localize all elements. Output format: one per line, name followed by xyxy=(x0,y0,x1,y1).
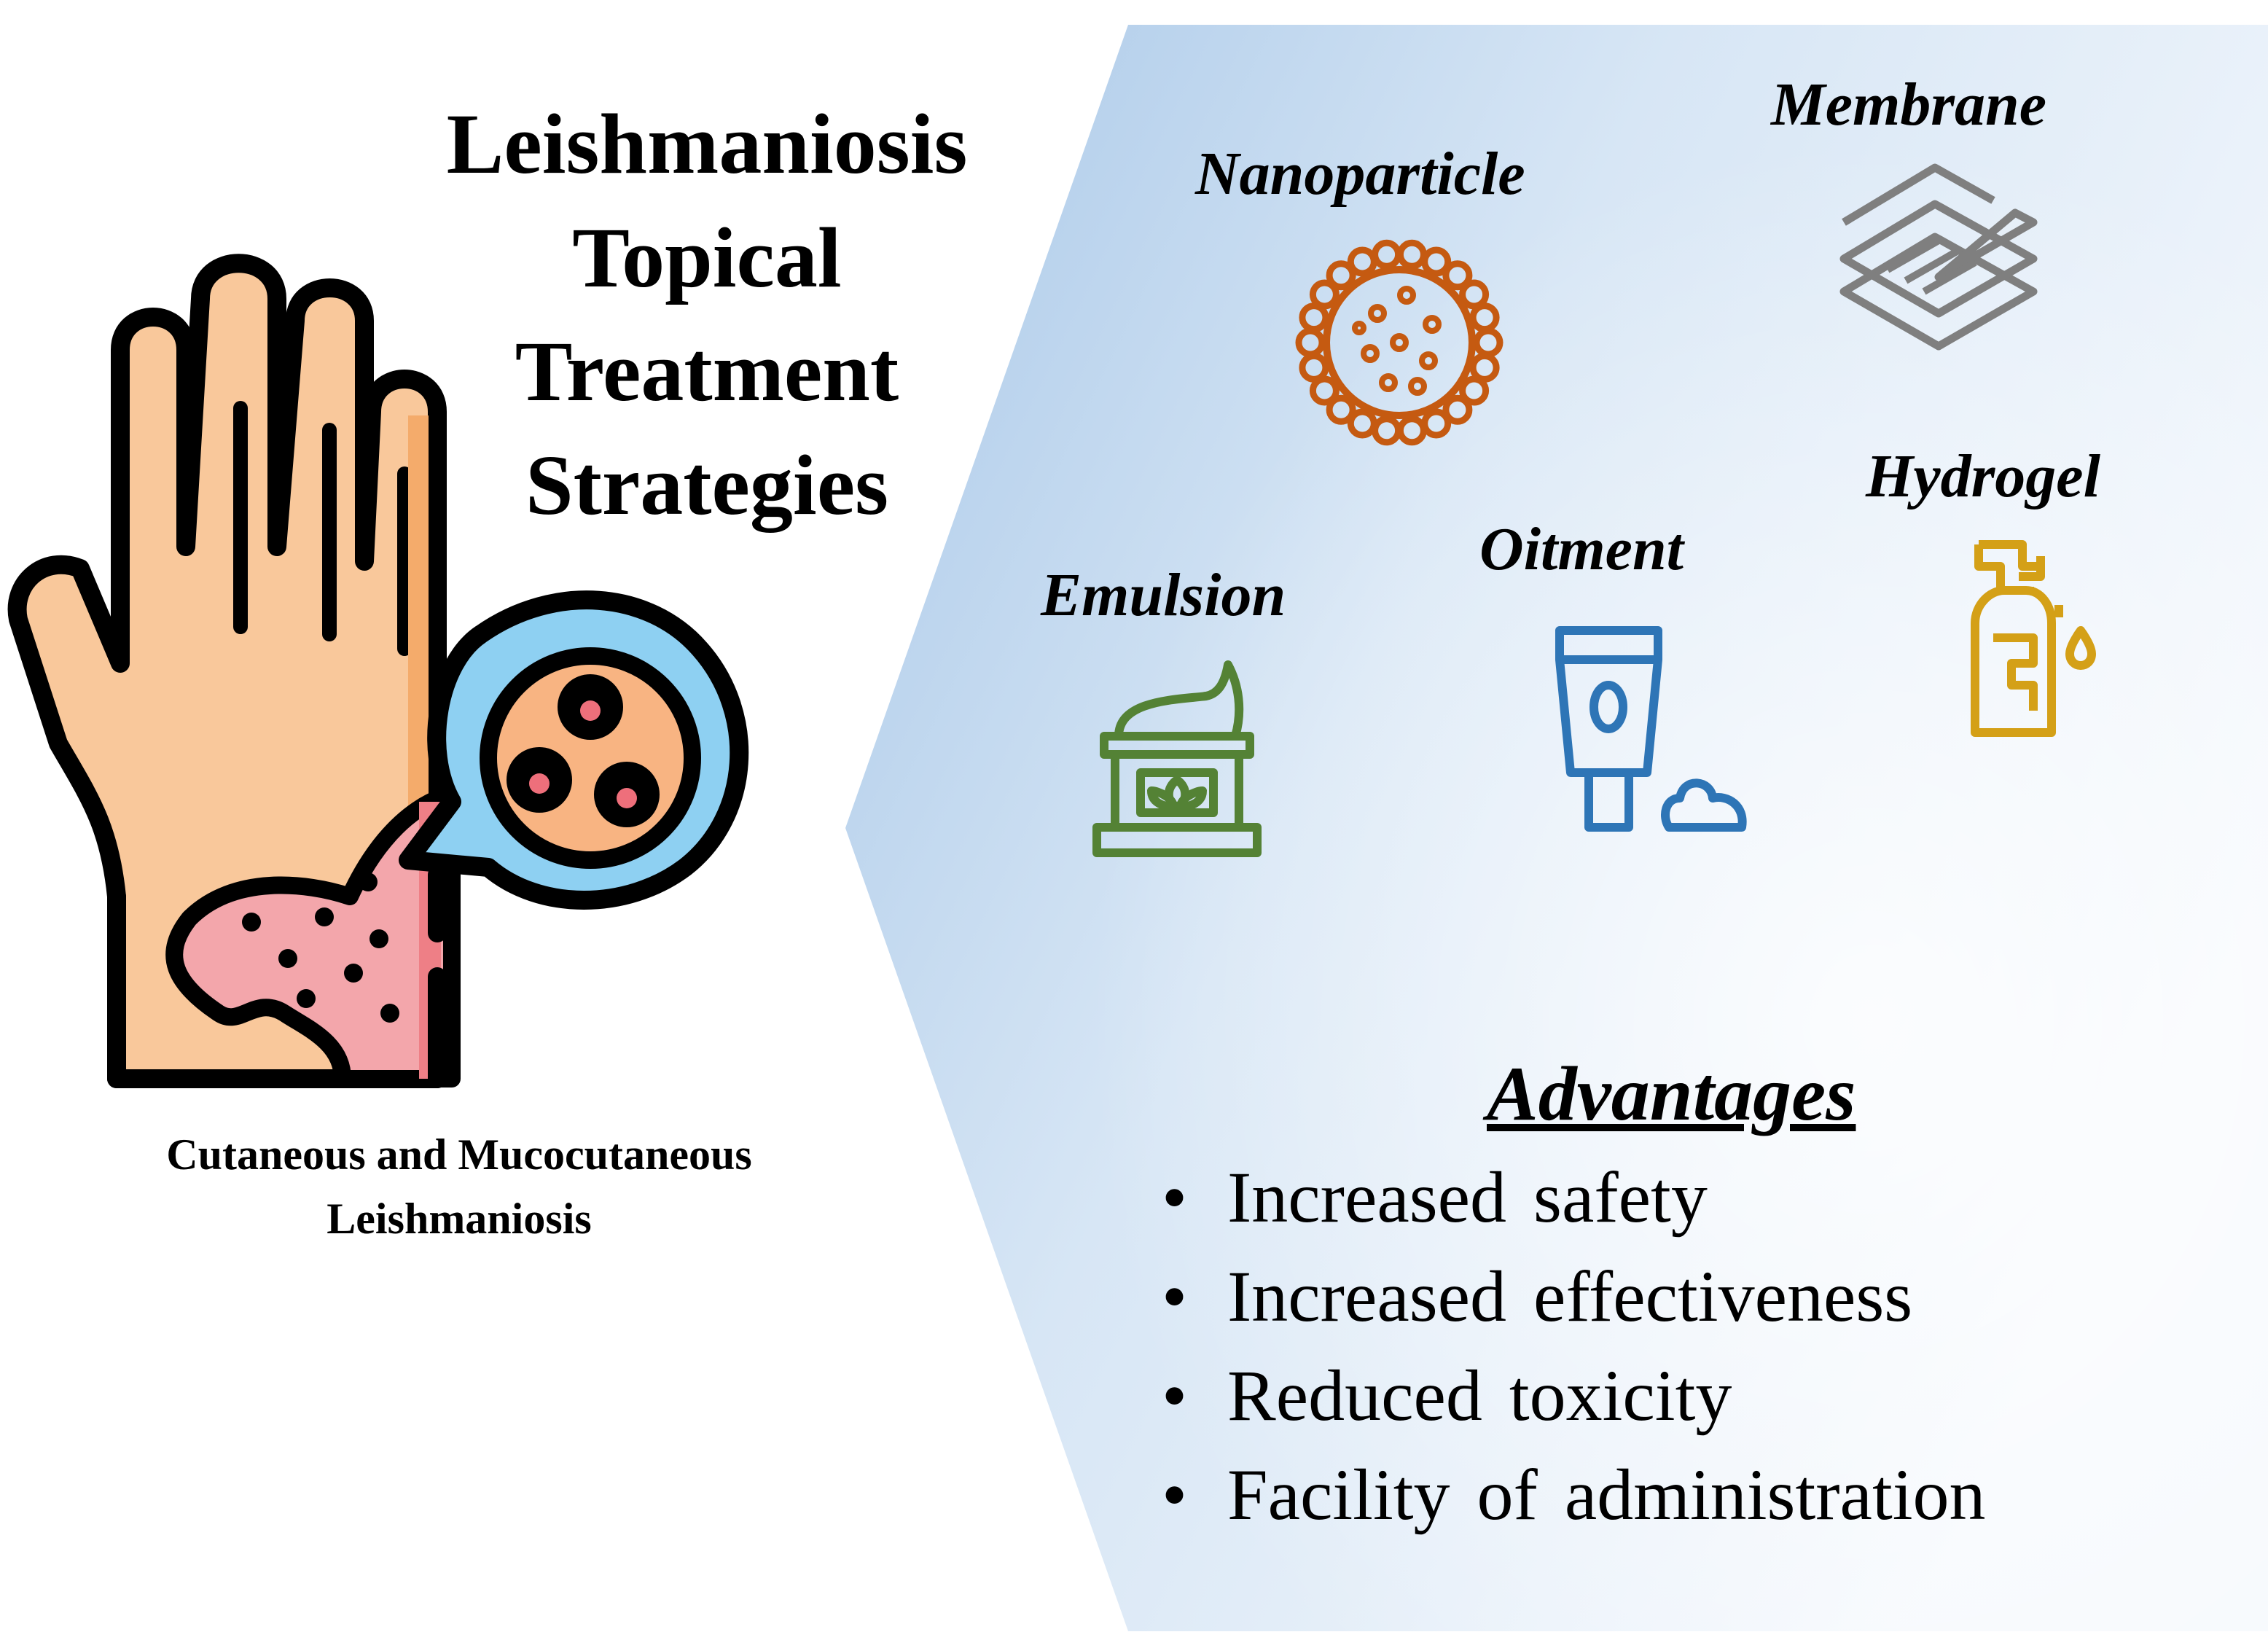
lipid-head-icon xyxy=(1309,279,1340,310)
lipid-head-icon xyxy=(1442,394,1473,425)
lipid-head-icon xyxy=(1372,415,1402,446)
lipid-head-icon xyxy=(1442,260,1473,291)
lipid-head-icon xyxy=(1421,408,1452,439)
hand-caption: Cutaneous and Mucocutaneous Leishmaniosi… xyxy=(58,1122,860,1251)
emulsion-label: Emulsion xyxy=(1041,561,1286,629)
caption-line-1: Cutaneous and Mucocutaneous xyxy=(166,1131,752,1179)
lipid-head-icon xyxy=(1299,302,1329,333)
lipid-head-icon xyxy=(1396,415,1427,446)
lipid-head-icon xyxy=(1372,239,1402,270)
title-line-1: Leishmaniosis xyxy=(446,96,968,192)
lipid-head-icon xyxy=(1295,327,1326,358)
emulsion-icon xyxy=(1092,660,1262,857)
title-line-2: Topical xyxy=(572,210,842,305)
lipid-head-icon xyxy=(1459,375,1490,406)
advantage-item: •Increased safety xyxy=(1159,1148,1986,1247)
advantage-item: •Increased effectiveness xyxy=(1159,1247,1986,1346)
lipid-head-icon xyxy=(1326,394,1356,425)
lipid-head-icon xyxy=(1347,246,1377,277)
nanoparticle-icon xyxy=(1295,239,1503,446)
lipid-head-icon xyxy=(1469,302,1500,333)
lipid-head-icon xyxy=(1347,408,1377,439)
advantages-list: •Increased safety •Increased effectivene… xyxy=(1159,1148,1986,1545)
lipid-head-icon xyxy=(1309,375,1340,406)
main-title: Leishmaniosis Topical Treatment Strategi… xyxy=(379,87,1035,542)
caption-line-2: Leishmaniosis xyxy=(326,1195,592,1243)
lipid-head-icon xyxy=(1326,260,1356,291)
bullet-icon: • xyxy=(1162,1454,1188,1535)
advantages-heading: Advantages xyxy=(1487,1051,1856,1136)
bullet-icon: • xyxy=(1162,1256,1188,1337)
advantage-item: •Reduced toxicity xyxy=(1159,1346,1986,1445)
lipid-head-icon xyxy=(1299,352,1329,383)
title-line-4: Strategies xyxy=(525,437,889,533)
membrane-icon xyxy=(1839,163,2038,351)
hydrogel-label: Hydrogel xyxy=(1866,442,2100,510)
lipid-head-icon xyxy=(1459,279,1490,310)
advantage-item: •Facility of administration xyxy=(1159,1445,1986,1545)
title-line-3: Treatment xyxy=(515,324,899,419)
oitment-label: Oitment xyxy=(1479,515,1684,583)
lipid-head-icon xyxy=(1421,246,1452,277)
membrane-label: Membrane xyxy=(1771,71,2046,138)
hydrogel-icon xyxy=(1971,540,2096,737)
lipid-head-icon xyxy=(1396,239,1427,270)
nanoparticle-label: Nanoparticle xyxy=(1195,140,1525,208)
oitment-icon xyxy=(1555,626,1747,832)
bullet-icon: • xyxy=(1162,1355,1188,1436)
hand-lesion-illustration xyxy=(7,254,749,1088)
lipid-head-icon xyxy=(1469,352,1500,383)
bullet-icon: • xyxy=(1162,1157,1188,1238)
lipid-head-icon xyxy=(1473,327,1503,358)
